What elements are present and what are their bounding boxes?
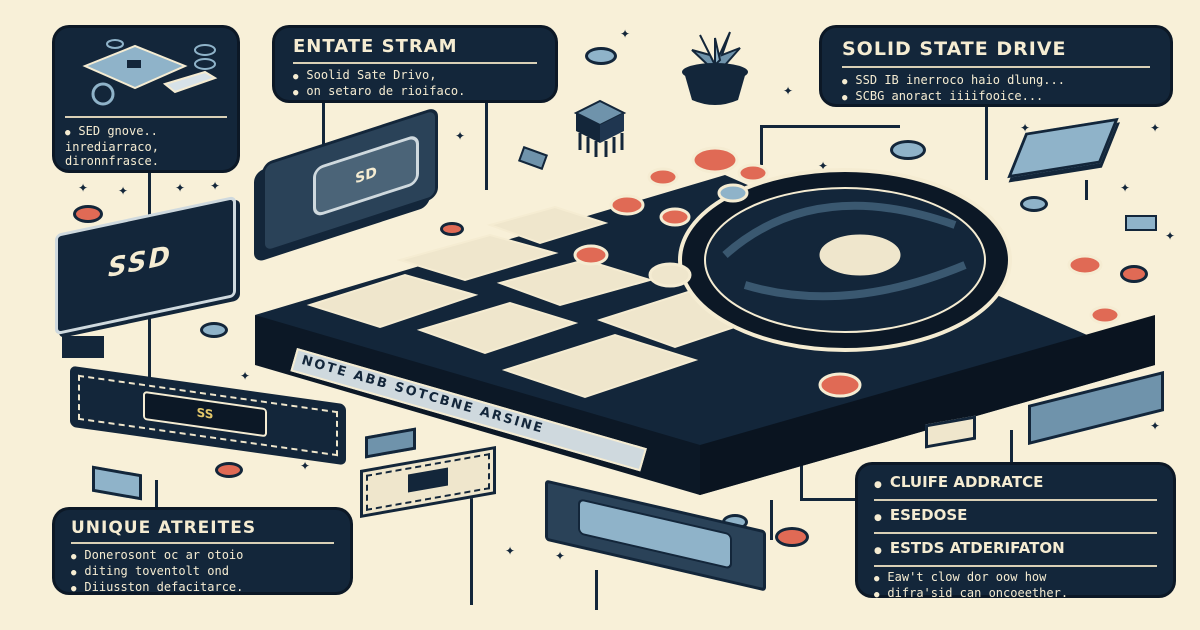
sparkle-icon: ✦ bbox=[505, 544, 516, 558]
connector-line bbox=[1010, 430, 1013, 465]
connector-line bbox=[148, 172, 151, 222]
small-chip-icon bbox=[92, 465, 142, 501]
divider bbox=[842, 66, 1150, 68]
connector-line bbox=[148, 305, 151, 385]
chip-module-core: SS bbox=[143, 390, 267, 438]
red-button-dot bbox=[73, 205, 103, 223]
panel-title: SOLID STATE DRIVE bbox=[842, 38, 1067, 60]
bullet-text: SCBG anoract iiiifooice... bbox=[842, 89, 1150, 105]
info-panel-entate-stram: ENTATE STRAM Soolid Sate Drivo, on setar… bbox=[275, 28, 555, 100]
sparkle-icon: ✦ bbox=[175, 181, 186, 195]
connector-line bbox=[1085, 180, 1088, 200]
bullet-text: diting toventolt ond bbox=[71, 564, 334, 580]
bullet-text: on setaro de rioifaco. bbox=[293, 84, 537, 100]
sparkle-icon: ✦ bbox=[555, 549, 566, 563]
connector-line bbox=[595, 570, 598, 610]
divider bbox=[71, 542, 334, 544]
red-button-dot bbox=[775, 527, 809, 547]
chip-module-label: SS bbox=[196, 405, 214, 422]
divider bbox=[874, 532, 1157, 534]
sparkle-icon: ✦ bbox=[78, 181, 89, 195]
sparkle-icon: ✦ bbox=[783, 84, 794, 98]
bullet-text: Donerosont oc ar otoio bbox=[71, 548, 334, 564]
info-panel-solid-state-drive: SOLID STATE DRIVE SSD IB inerroco haio d… bbox=[822, 28, 1170, 104]
attribute-row: ESTDS ATDERIFATON bbox=[874, 537, 1157, 562]
heatsink-chip-icon bbox=[573, 99, 627, 157]
connector-line bbox=[985, 105, 988, 180]
connector-line bbox=[322, 100, 325, 160]
attribute-row: CLUIFE ADDRATCE bbox=[874, 471, 1157, 496]
sparkle-icon: ✦ bbox=[455, 129, 466, 143]
connector-line bbox=[155, 480, 158, 510]
connector-line bbox=[760, 125, 900, 128]
bullet-text: difra'sid can oncoeether. bbox=[874, 586, 1157, 602]
connector-line bbox=[770, 500, 773, 540]
connector-line bbox=[800, 498, 858, 501]
small-chip-icon bbox=[62, 336, 104, 358]
blue-washer-dot bbox=[585, 47, 617, 65]
blue-washer-dot bbox=[1020, 196, 1048, 212]
small-chip-icon bbox=[1125, 215, 1157, 231]
red-button-dot bbox=[215, 462, 243, 478]
sparkle-icon: ✦ bbox=[118, 184, 129, 198]
info-panel-top-left: SED gnove.. inrediarraco, dironnfrasce. bbox=[55, 28, 237, 170]
attribute-row: ESEDOSE bbox=[874, 504, 1157, 529]
m2-stick-label-area bbox=[578, 498, 732, 570]
info-panel-unique-atreites: UNIQUE ATREITES Donerosont oc ar otoio d… bbox=[55, 510, 350, 594]
connector-line bbox=[470, 485, 473, 605]
panel-title: UNIQUE ATREITES bbox=[71, 518, 257, 538]
sparkle-icon: ✦ bbox=[1020, 121, 1031, 135]
sparkle-icon: ✦ bbox=[1120, 181, 1131, 195]
divider bbox=[65, 116, 227, 118]
sparkle-icon: ✦ bbox=[300, 459, 311, 473]
blue-washer-dot bbox=[890, 140, 926, 160]
ssd-plate-label: SSD bbox=[108, 240, 173, 284]
divider bbox=[874, 499, 1157, 501]
bullet-text: dironnfrasce. bbox=[65, 154, 159, 168]
sparkle-icon: ✦ bbox=[1165, 229, 1176, 243]
panel-title: ENTATE STRAM bbox=[293, 36, 458, 57]
potted-plant-icon bbox=[682, 31, 748, 105]
bullet-text: Eaw't clow dor oow how bbox=[874, 570, 1157, 586]
m2-stick-illustration bbox=[545, 479, 766, 592]
bullet-text: SED gnove.. bbox=[65, 124, 227, 140]
divider bbox=[874, 565, 1157, 567]
red-button-dot bbox=[1120, 265, 1148, 283]
bullet-text: Soolid Sate Drivo, bbox=[293, 68, 537, 84]
connector-line bbox=[800, 440, 803, 500]
info-panel-attributes-list: CLUIFE ADDRATCE ESEDOSE ESTDS ATDERIFATO… bbox=[858, 465, 1173, 600]
red-button-dot bbox=[440, 222, 464, 236]
sparkle-icon: ✦ bbox=[1150, 121, 1161, 135]
sparkle-icon: ✦ bbox=[240, 369, 251, 383]
sparkle-icon: ✦ bbox=[818, 159, 829, 173]
bullet-text: SSD IB inerroco haio dlung... bbox=[842, 73, 1150, 89]
blue-washer-dot bbox=[200, 322, 228, 338]
divider bbox=[293, 62, 537, 64]
sparkle-icon: ✦ bbox=[210, 179, 221, 193]
processor-core bbox=[408, 467, 448, 493]
bullet-text: Diiusston defacitarce. bbox=[71, 580, 334, 596]
sparkle-icon: ✦ bbox=[1150, 419, 1161, 433]
connector-line bbox=[485, 100, 488, 190]
connector-line bbox=[760, 125, 763, 165]
circuit-board-illustration bbox=[82, 39, 218, 106]
bullet-text: inrediarraco, bbox=[65, 140, 159, 154]
sparkle-icon: ✦ bbox=[620, 27, 631, 41]
